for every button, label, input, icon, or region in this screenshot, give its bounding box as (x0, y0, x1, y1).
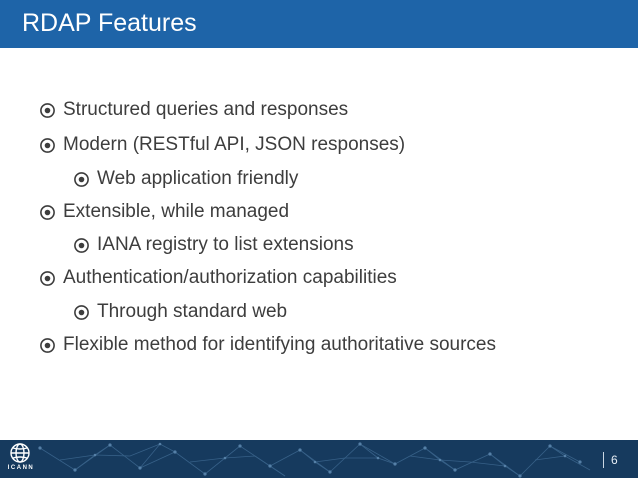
bullet-text: Web application friendly (97, 168, 299, 189)
network-pattern (38, 442, 591, 478)
circled-dot-icon (72, 236, 91, 255)
page-number: 6 (611, 453, 618, 467)
bullet-text: Authentication/authorization capabilitie… (63, 267, 397, 288)
globe-icon (10, 443, 30, 463)
circled-dot-icon (38, 336, 57, 355)
sub-bullet-item: Web application friendly (72, 167, 298, 191)
circled-dot-icon (72, 170, 91, 189)
logo-text: ICANN (7, 465, 35, 471)
circled-dot-icon (38, 269, 57, 288)
slide-content: Structured queries and responses Modern … (38, 98, 496, 357)
bullet-item: Authentication/authorization capabilitie… (38, 266, 397, 290)
bullet-item: Structured queries and responses (38, 98, 348, 122)
footer-bar (0, 440, 638, 478)
page-number-separator (603, 452, 604, 468)
circled-dot-icon (38, 136, 57, 155)
bullet-text: IANA registry to list extensions (97, 234, 354, 255)
circled-dot-icon (72, 303, 91, 322)
bullet-item: Extensible, while managed (38, 200, 289, 224)
bullet-text: Flexible method for identifying authorit… (63, 334, 497, 355)
circled-dot-icon (38, 101, 57, 120)
circled-dot-icon (38, 203, 57, 222)
title-bar: RDAP Features (0, 0, 638, 48)
bullet-item: Modern (RESTful API, JSON responses) (38, 133, 405, 157)
bullet-text: Through standard web (97, 301, 288, 322)
sub-bullet-item: IANA registry to list extensions (72, 233, 354, 257)
bullet-item: Flexible method for identifying authorit… (38, 333, 496, 357)
sub-bullet-item: Through standard web (72, 300, 287, 324)
slide-title: RDAP Features (22, 9, 197, 37)
bullet-text: Extensible, while managed (63, 201, 290, 222)
bullet-text: Modern (RESTful API, JSON responses) (63, 134, 406, 155)
bullet-text: Structured queries and responses (63, 99, 349, 120)
